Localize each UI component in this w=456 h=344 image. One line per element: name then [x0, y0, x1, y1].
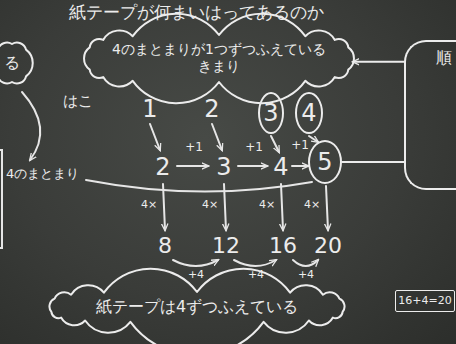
step-label: +1: [185, 140, 203, 155]
times-four-arrow: [326, 186, 328, 230]
step-label: 4×: [202, 198, 218, 212]
step-label: 4×: [304, 198, 320, 212]
step-label: +4: [248, 268, 264, 282]
curved-arrow: [22, 92, 40, 160]
row-label: 4のまとまり: [6, 166, 79, 182]
step-label: 4×: [259, 198, 275, 212]
cloud-callout: 4のまとまりが1つずつふえている きまり: [79, 27, 359, 90]
side-panel: 順: [404, 40, 456, 190]
step-label: 4×: [141, 198, 157, 212]
plus-one-arrow: [238, 165, 267, 167]
chalk-text: る: [4, 53, 20, 73]
down-arrow: [212, 124, 222, 150]
tape-number: 12: [212, 232, 240, 260]
box-number: 1: [142, 94, 157, 124]
chalk-text: 4: [301, 98, 316, 128]
chalk-text: 16+4=20: [398, 294, 451, 308]
tape-number: 20: [314, 232, 342, 260]
plus-four-arc: [173, 260, 218, 266]
cloud-callout: 紙テープは4ずつふえている: [42, 284, 352, 330]
chalk-text: 順: [436, 48, 452, 68]
group-line: [86, 180, 312, 192]
group-number: 3: [216, 152, 231, 182]
down-arrow: [309, 136, 318, 142]
chalk-text: 紙テープは4ずつふえている: [96, 297, 298, 317]
times-four-arrow: [281, 184, 283, 230]
circled-number: 3: [258, 92, 284, 134]
cloud-path: [84, 13, 354, 103]
connector: [342, 161, 404, 163]
tape-number: 8: [158, 232, 172, 260]
tape-number: 16: [269, 232, 297, 260]
step-label: +4: [298, 268, 314, 282]
chalk-text: 3: [263, 98, 278, 128]
connector: [353, 61, 404, 63]
plus-four-arc: [234, 260, 276, 266]
down-arrow: [271, 136, 279, 152]
step-label: +4: [188, 268, 204, 282]
step-label: +1: [291, 138, 309, 153]
cloud-callout: る: [0, 36, 36, 90]
box-number: 2: [204, 94, 219, 124]
plus-one-arrow: [177, 165, 208, 167]
down-arrow: [150, 124, 160, 150]
step-label: +1: [245, 140, 263, 155]
equation-box: 16+4=20: [395, 290, 455, 312]
cloud-path: [49, 269, 344, 344]
board-title: 紙テープが何まいはってあるのか: [69, 2, 324, 23]
cloud-path: [0, 43, 33, 84]
chalk-text: 5: [317, 147, 332, 177]
circled-number: 5: [308, 140, 342, 184]
group-number: 2: [155, 152, 170, 182]
plus-one-arrow: [292, 165, 308, 167]
row-label: はこ: [63, 92, 93, 111]
group-number: 4: [273, 152, 288, 182]
edge-frame: [0, 150, 2, 248]
circled-number: 4: [295, 92, 323, 134]
plus-four-arc: [293, 260, 318, 266]
chalk-text: 4のまとまりが1つずつふえている きまり: [101, 41, 337, 76]
